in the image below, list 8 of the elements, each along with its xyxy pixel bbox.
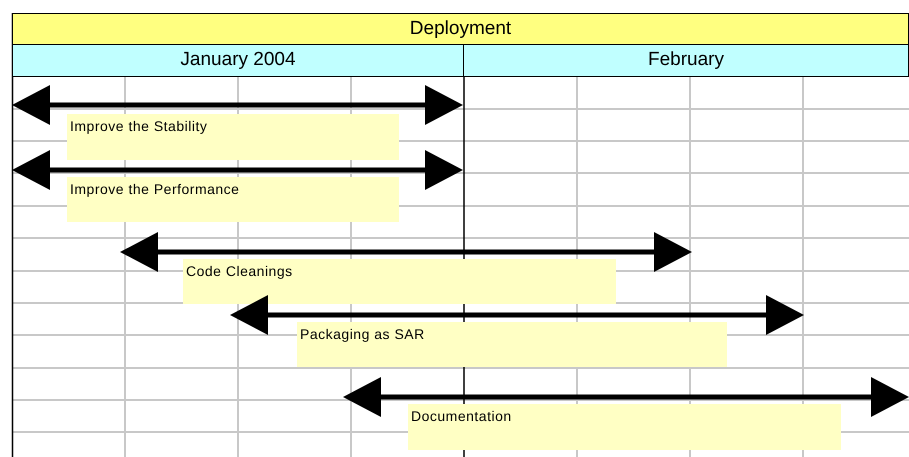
task-note: Packaging as SAR <box>297 322 727 367</box>
task-note: Code Cleanings <box>183 259 616 304</box>
task-note: Documentation <box>408 404 841 450</box>
header-cell: January 2004 <box>12 44 464 77</box>
task-note: Improve the Stability <box>67 114 399 160</box>
task-note: Improve the Performance <box>67 177 399 222</box>
header-cell: February <box>463 44 909 77</box>
header-cell: Deployment <box>12 13 909 45</box>
